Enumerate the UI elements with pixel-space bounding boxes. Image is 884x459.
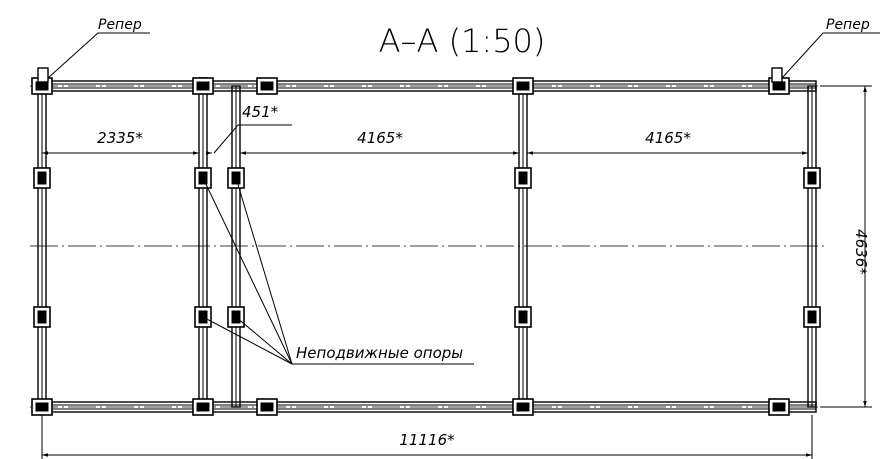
benchmark-label-right: Репер (826, 17, 870, 33)
bracket (803, 167, 821, 189)
length-dimension (41, 415, 813, 459)
bracket (512, 77, 534, 95)
benchmark-posts (37, 67, 783, 83)
bracket (192, 398, 214, 416)
bracket (33, 167, 51, 189)
benchmark-right (771, 67, 783, 83)
bracket (514, 306, 532, 328)
bracket (31, 398, 53, 416)
dimension-bay-3: 4165* (645, 129, 691, 147)
benchmark-label-left: Репер (98, 17, 142, 33)
bracket (803, 306, 821, 328)
support-brackets (31, 77, 821, 416)
bracket (768, 398, 790, 416)
benchmark-leaders (47, 32, 880, 79)
bracket (31, 77, 53, 95)
longitudinal-beams (39, 80, 817, 413)
gap-dimension-leader (213, 124, 292, 154)
bracket (514, 167, 532, 189)
bracket (256, 398, 278, 416)
dimension-overall-length: 11116* (399, 431, 455, 449)
benchmark-left (37, 67, 49, 83)
fixed-supports-label: Неподвижные опоры (296, 344, 463, 362)
section-title: А–А (1:50) (379, 22, 546, 60)
dimension-gap: 451* (242, 103, 279, 121)
centre-lines (30, 85, 828, 408)
bracket (256, 77, 278, 95)
bracket (192, 77, 214, 95)
dimension-overall-width: 4636* (852, 229, 870, 275)
bracket (512, 398, 534, 416)
width-dimension (820, 85, 872, 408)
dimension-bay-2: 4165* (357, 129, 403, 147)
fixed-supports-leaders (202, 177, 474, 365)
bracket (33, 306, 51, 328)
dimension-bay-1: 2335* (97, 129, 143, 147)
